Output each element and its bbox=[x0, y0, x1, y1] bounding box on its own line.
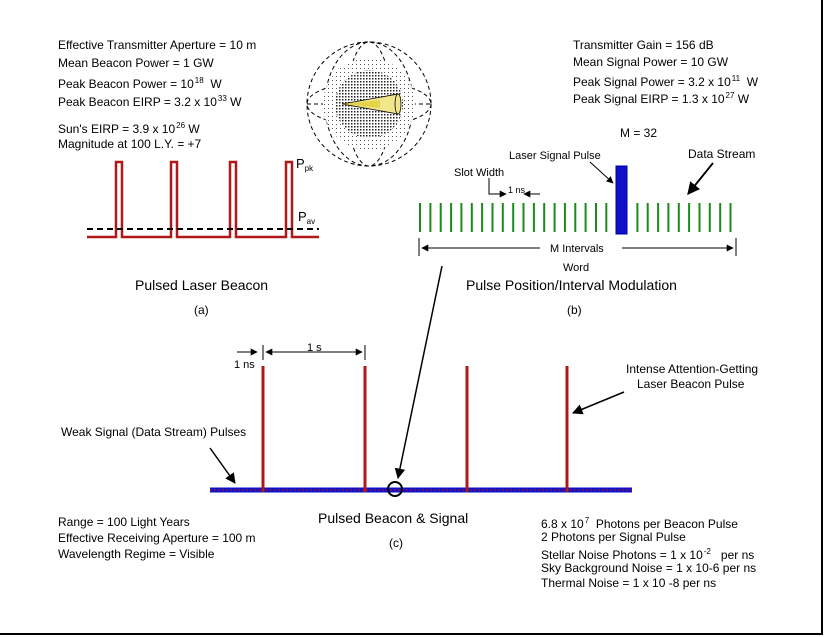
one-second-label: 1 s bbox=[307, 342, 322, 354]
panel-c-label: (c) bbox=[389, 536, 403, 550]
receiver-params-line: Range = 100 Light Years bbox=[58, 515, 190, 529]
globe-beam-illustration bbox=[306, 41, 432, 167]
receiver-params-line: Wavelength Regime = Visible bbox=[58, 547, 215, 561]
signal-params-line: Peak Signal EIRP = 1.3 x 1027 W bbox=[573, 91, 750, 106]
photon-params-line: Thermal Noise = 1 x 10 -8 per ns bbox=[541, 576, 717, 590]
m-value-label: M = 32 bbox=[620, 126, 658, 140]
m-intervals-label: M Intervals bbox=[548, 242, 606, 256]
intense-label-line2: Laser Beacon Pulse bbox=[637, 377, 745, 391]
one-ns-label: 1 ns bbox=[234, 359, 255, 371]
panel-a-title: Pulsed Laser Beacon bbox=[135, 277, 269, 293]
panel-b-data-stream bbox=[418, 161, 737, 256]
beacon-params-line: Effective Transmitter Aperture = 10 m bbox=[58, 38, 257, 52]
panel-b-label: (b) bbox=[567, 303, 582, 317]
photon-params-line: 2 Photons per Signal Pulse bbox=[541, 529, 686, 544]
p-pk-label: Ppk bbox=[296, 156, 314, 174]
sun-params-line: Magnitude at 100 L.Y. = +7 bbox=[58, 137, 202, 151]
photon-params-line: Sky Background Noise = 1 x 10-6 per ns bbox=[541, 560, 757, 575]
beacon-params-line: Peak Beacon EIRP = 3.2 x 1033 W bbox=[58, 94, 242, 109]
weak-signal-label: Weak Signal (Data Stream) Pulses bbox=[61, 425, 247, 439]
slot-width-label: Slot Width bbox=[454, 167, 505, 179]
intense-label-line1: Intense Attention-Getting bbox=[626, 362, 759, 376]
zoom-arrow bbox=[394, 265, 443, 480]
receiver-params-line: Effective Receiving Aperture = 100 m bbox=[58, 531, 256, 545]
slot-ns-label: 1 ns bbox=[508, 185, 526, 195]
panel-a-beacon-pulses bbox=[87, 160, 319, 239]
photon-params-line: Stellar Noise Photons = 1 x 10-2 per ns bbox=[541, 547, 755, 562]
beacon-params-line: Peak Beacon Power = 1018 W bbox=[58, 76, 222, 91]
panel-c-title: Pulsed Beacon & Signal bbox=[318, 510, 469, 526]
photon-params-line: 6.8 x 107 Photons per Beacon Pulse bbox=[541, 516, 738, 531]
panel-c-beacon-signal bbox=[209, 345, 632, 497]
laser-signal-pulse-label: Laser Signal Pulse bbox=[509, 150, 601, 162]
beacon-params-line: Mean Beacon Power = 1 GW bbox=[58, 56, 214, 70]
sun-params-line: Sun's EIRP = 3.9 x 1026 W bbox=[58, 121, 200, 136]
panel-b-title: Pulse Position/Interval Modulation bbox=[466, 277, 677, 293]
data-stream-label: Data Stream bbox=[688, 147, 756, 161]
p-av-label: Pav bbox=[298, 209, 316, 227]
panel-a-label: (a) bbox=[194, 303, 209, 317]
signal-params-line: Peak Signal Power = 3.2 x 1011 W bbox=[573, 74, 759, 89]
word-label: Word bbox=[563, 262, 590, 274]
signal-params-line: Transmitter Gain = 156 dB bbox=[573, 38, 714, 52]
signal-params-line: Mean Signal Power = 10 GW bbox=[573, 55, 729, 69]
